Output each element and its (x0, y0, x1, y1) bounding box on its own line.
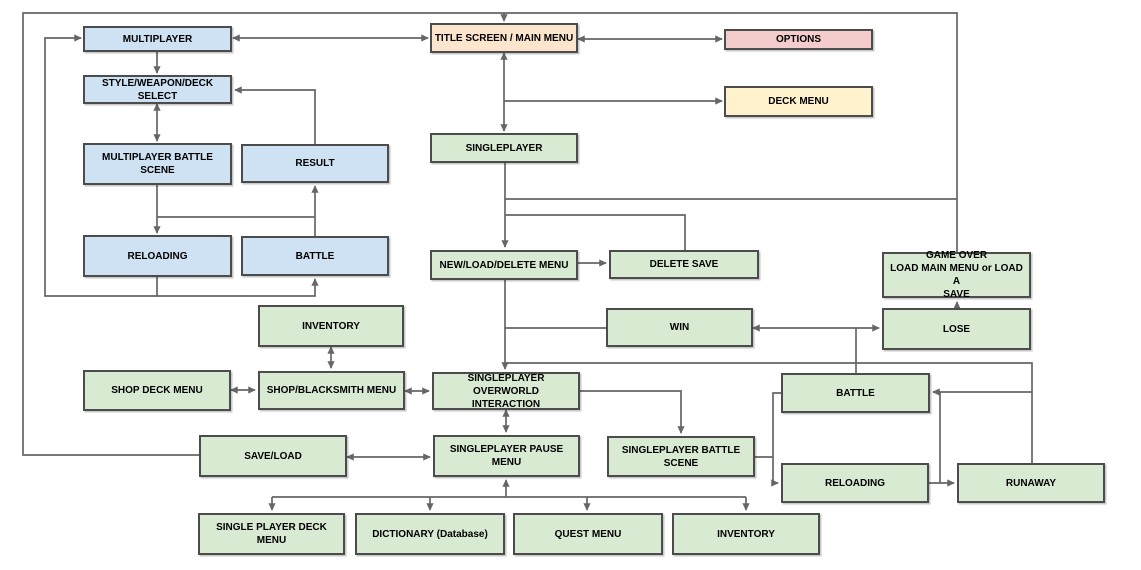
node-label: RELOADING (127, 250, 188, 262)
node-label: DECK MENU (768, 96, 829, 107)
node-label: MULTIPLAYER BATTLE SCENE (102, 152, 213, 176)
node-label: SHOP DECK MENU (111, 385, 203, 396)
node-label: BATTLE (295, 250, 335, 262)
node-label: SINGLEPLAYER PAUSE MENU (449, 444, 564, 468)
node-multiplayer[interactable]: MULTIPLAYER (83, 26, 232, 52)
node-inventory-shop[interactable]: INVENTORY (258, 305, 404, 347)
node-singleplayer-pause-menu[interactable]: SINGLEPLAYER PAUSE MENU (433, 435, 580, 477)
node-shop-blacksmith-menu[interactable]: SHOP/BLACKSMITH MENU (258, 371, 405, 410)
node-label: SAVE/LOAD (244, 450, 302, 462)
node-result[interactable]: RESULT (241, 144, 389, 183)
connector (157, 278, 319, 297)
node-label: SINGLEPLAYER BATTLE SCENE (621, 444, 741, 469)
node-label: SINGLEPLAYER OVERWORLD INTERACTION (467, 372, 545, 410)
node-save-load[interactable]: SAVE/LOAD (199, 435, 347, 477)
node-reloading-multiplayer[interactable]: RELOADING (83, 235, 232, 277)
node-label: LOSE (942, 323, 971, 335)
node-label: RESULT (295, 158, 335, 169)
connector (771, 392, 781, 487)
node-new-load-delete-menu[interactable]: NEW/LOAD/DELETE MENU (430, 250, 578, 280)
node-label: RELOADING (825, 477, 885, 489)
node-label: SINGLEPLAYER (465, 142, 543, 154)
node-deck-menu[interactable]: DECK MENU (724, 86, 873, 117)
node-label: DICTIONARY (Database) (372, 528, 488, 540)
node-lose[interactable]: LOSE (882, 308, 1031, 350)
node-inventory-pause[interactable]: INVENTORY (672, 513, 820, 555)
node-label: STYLE/WEAPON/DECK SELECT (101, 77, 214, 102)
node-label: INVENTORY (717, 528, 775, 540)
node-shop-deck-menu[interactable]: SHOP DECK MENU (83, 370, 231, 411)
node-singleplayer-overworld-interaction[interactable]: SINGLEPLAYER OVERWORLD INTERACTION (432, 372, 580, 410)
node-dictionary[interactable]: DICTIONARY (Database) (355, 513, 505, 555)
node-delete-save[interactable]: DELETE SAVE (609, 250, 759, 279)
node-style-weapon-deck-select[interactable]: STYLE/WEAPON/DECK SELECT (83, 75, 232, 104)
node-runaway[interactable]: RUNAWAY (957, 463, 1105, 503)
node-title-screen[interactable]: TITLE SCREEN / MAIN MENU (430, 23, 578, 53)
connector (505, 362, 1033, 463)
node-label: NEW/LOAD/DELETE MENU (439, 259, 569, 271)
node-label: QUEST MENU (554, 528, 622, 540)
node-label: WIN (669, 322, 690, 333)
node-label: OPTIONS (775, 34, 821, 45)
node-label: SHOP/BLACKSMITH MENU (266, 385, 397, 396)
node-battle-multiplayer[interactable]: BATTLE (241, 236, 389, 276)
node-quest-menu[interactable]: QUEST MENU (513, 513, 663, 555)
node-win[interactable]: WIN (606, 308, 753, 347)
node-label: MULTIPLAYER (122, 33, 193, 45)
node-label: INVENTORY (302, 320, 360, 332)
connector (580, 390, 685, 434)
node-game-over[interactable]: GAME OVER LOAD MAIN MENU or LOAD A SAVE (882, 250, 1031, 300)
node-label: TITLE SCREEN / MAIN MENU (434, 32, 574, 44)
node-label: DELETE SAVE (649, 259, 719, 270)
node-label: SINGLE PLAYER DECK MENU (216, 522, 327, 546)
node-reloading-singleplayer[interactable]: RELOADING (781, 463, 929, 503)
connector (505, 214, 686, 250)
node-singleplayer[interactable]: SINGLEPLAYER (430, 133, 578, 163)
node-singleplayer-battle-scene[interactable]: SINGLEPLAYER BATTLE SCENE (607, 436, 755, 477)
node-single-player-deck-menu[interactable]: SINGLE PLAYER DECK MENU (198, 513, 345, 555)
node-label: GAME OVER LOAD MAIN MENU or LOAD A SAVE (890, 250, 1023, 300)
node-battle-singleplayer[interactable]: BATTLE (781, 373, 930, 413)
node-multiplayer-battle-scene[interactable]: MULTIPLAYER BATTLE SCENE (83, 143, 232, 185)
connector (234, 86, 316, 144)
node-label: RUNAWAY (1005, 477, 1057, 489)
node-options[interactable]: OPTIONS (724, 29, 873, 50)
node-label: BATTLE (836, 387, 875, 399)
